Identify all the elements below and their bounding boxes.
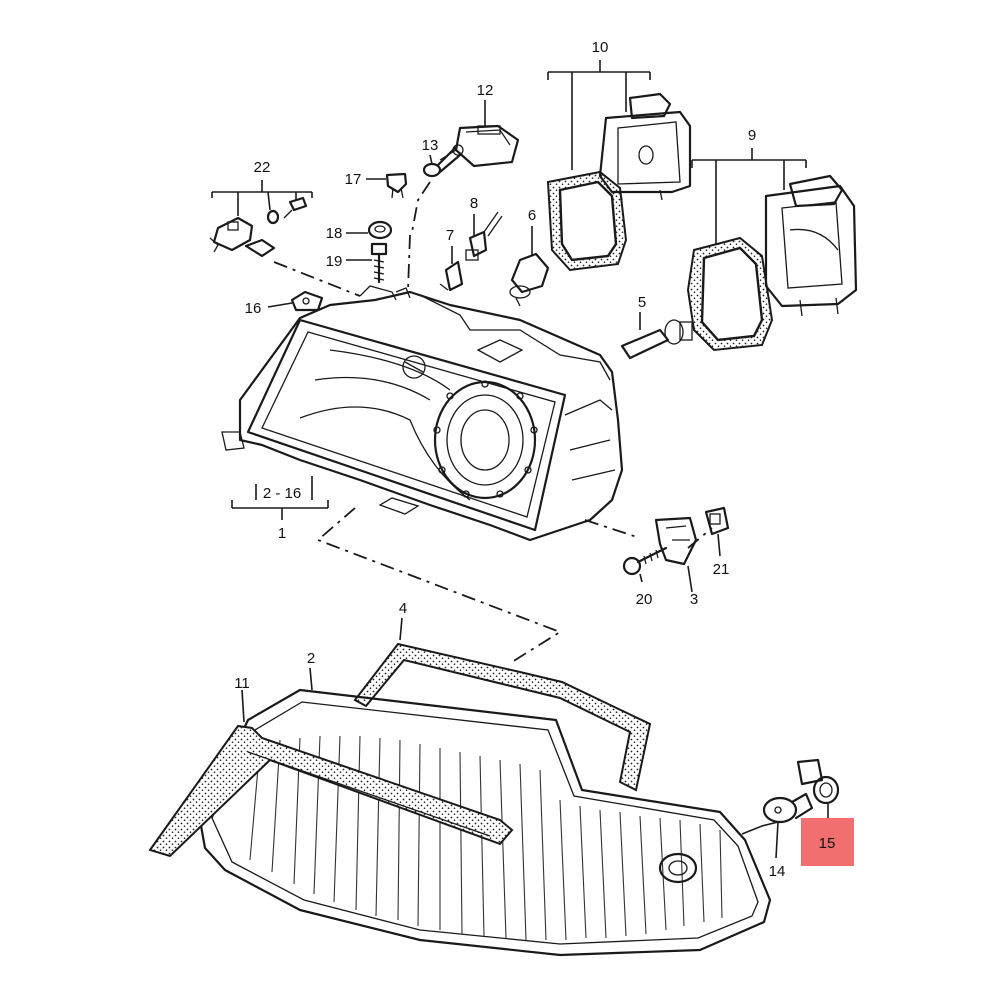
- callout-5: 5: [638, 294, 646, 311]
- callout-7: 7: [446, 227, 454, 244]
- clip-17: [385, 172, 408, 199]
- callout-1: 1: [278, 525, 286, 542]
- bracket-3: [654, 516, 698, 566]
- callout-2-16: 2 - 16: [263, 485, 301, 502]
- mounting-bracket-16: [290, 290, 324, 312]
- bulb-14: [762, 792, 814, 824]
- grommet-18: [367, 220, 393, 240]
- callout-8: 8: [470, 195, 478, 212]
- screw-20: [622, 546, 668, 576]
- assembly-lines: [273, 181, 713, 663]
- bulb-6: [509, 252, 550, 307]
- headlight-cover-9: [686, 174, 858, 352]
- callout-3: 3: [690, 591, 698, 608]
- callout-labels: 10 12 9 13 22 17 8 6 18 7 19 5 16 2 - 16…: [234, 39, 835, 880]
- callout-2: 2: [307, 650, 315, 667]
- callout-20: 20: [636, 591, 653, 608]
- callout-21: 21: [713, 561, 730, 578]
- bulb-5: [620, 319, 693, 360]
- trim-strip-11: [148, 724, 514, 858]
- highlight-box-15: [801, 818, 854, 866]
- xenon-igniter-12: [439, 124, 520, 168]
- bulb-socket-15: [796, 758, 840, 805]
- callout-4: 4: [399, 600, 407, 617]
- headlight-lens-2: [198, 688, 772, 957]
- callout-19: 19: [326, 253, 343, 270]
- connector-21: [704, 506, 730, 536]
- callout-17: 17: [345, 171, 362, 188]
- callout-16: 16: [245, 300, 262, 317]
- gasket-4: [353, 642, 652, 792]
- callout-15: 15: [819, 835, 836, 852]
- parts-group-22: [209, 196, 308, 258]
- callout-11: 11: [234, 675, 250, 692]
- callout-10: 10: [592, 39, 609, 56]
- bulb-7: [439, 260, 464, 292]
- projector-lens: [433, 380, 538, 500]
- callout-9: 9: [748, 127, 756, 144]
- headlight-cover-10: [546, 92, 692, 272]
- headlight-housing: [221, 285, 624, 542]
- callout-13: 13: [422, 137, 439, 154]
- callout-22: 22: [254, 159, 271, 176]
- screw-19: [370, 242, 388, 284]
- bulb-holder-8: [465, 211, 503, 261]
- callout-14: 14: [769, 863, 786, 880]
- callout-6: 6: [528, 207, 536, 224]
- callout-18: 18: [326, 225, 343, 242]
- leader-lines: [211, 60, 829, 859]
- callout-12: 12: [477, 82, 494, 99]
